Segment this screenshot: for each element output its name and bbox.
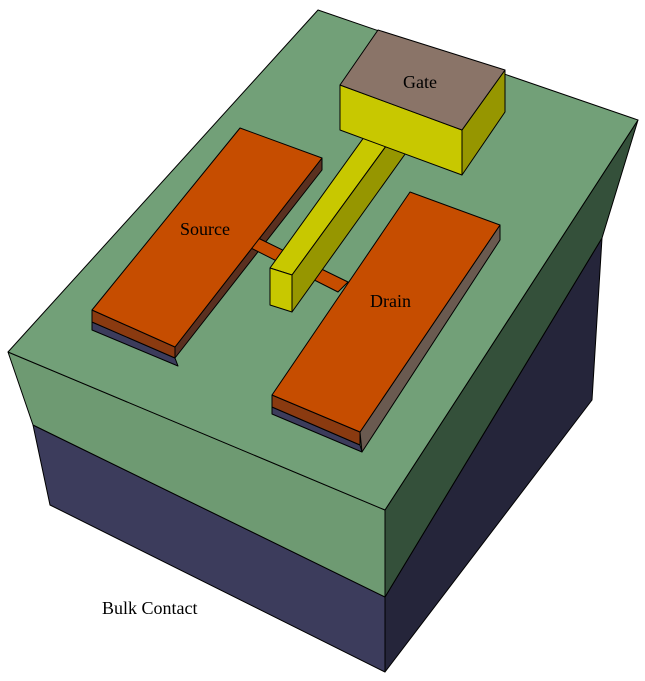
source-label: Source bbox=[180, 219, 230, 239]
gate-pad-top bbox=[339, 29, 506, 131]
source-contact bbox=[91, 127, 323, 348]
gate-label: Gate bbox=[403, 72, 437, 92]
drain-label: Drain bbox=[370, 291, 411, 311]
drain-contact bbox=[271, 191, 501, 433]
bulk-contact-label: Bulk Contact bbox=[102, 598, 198, 618]
gate-finger-front bbox=[269, 267, 293, 313]
